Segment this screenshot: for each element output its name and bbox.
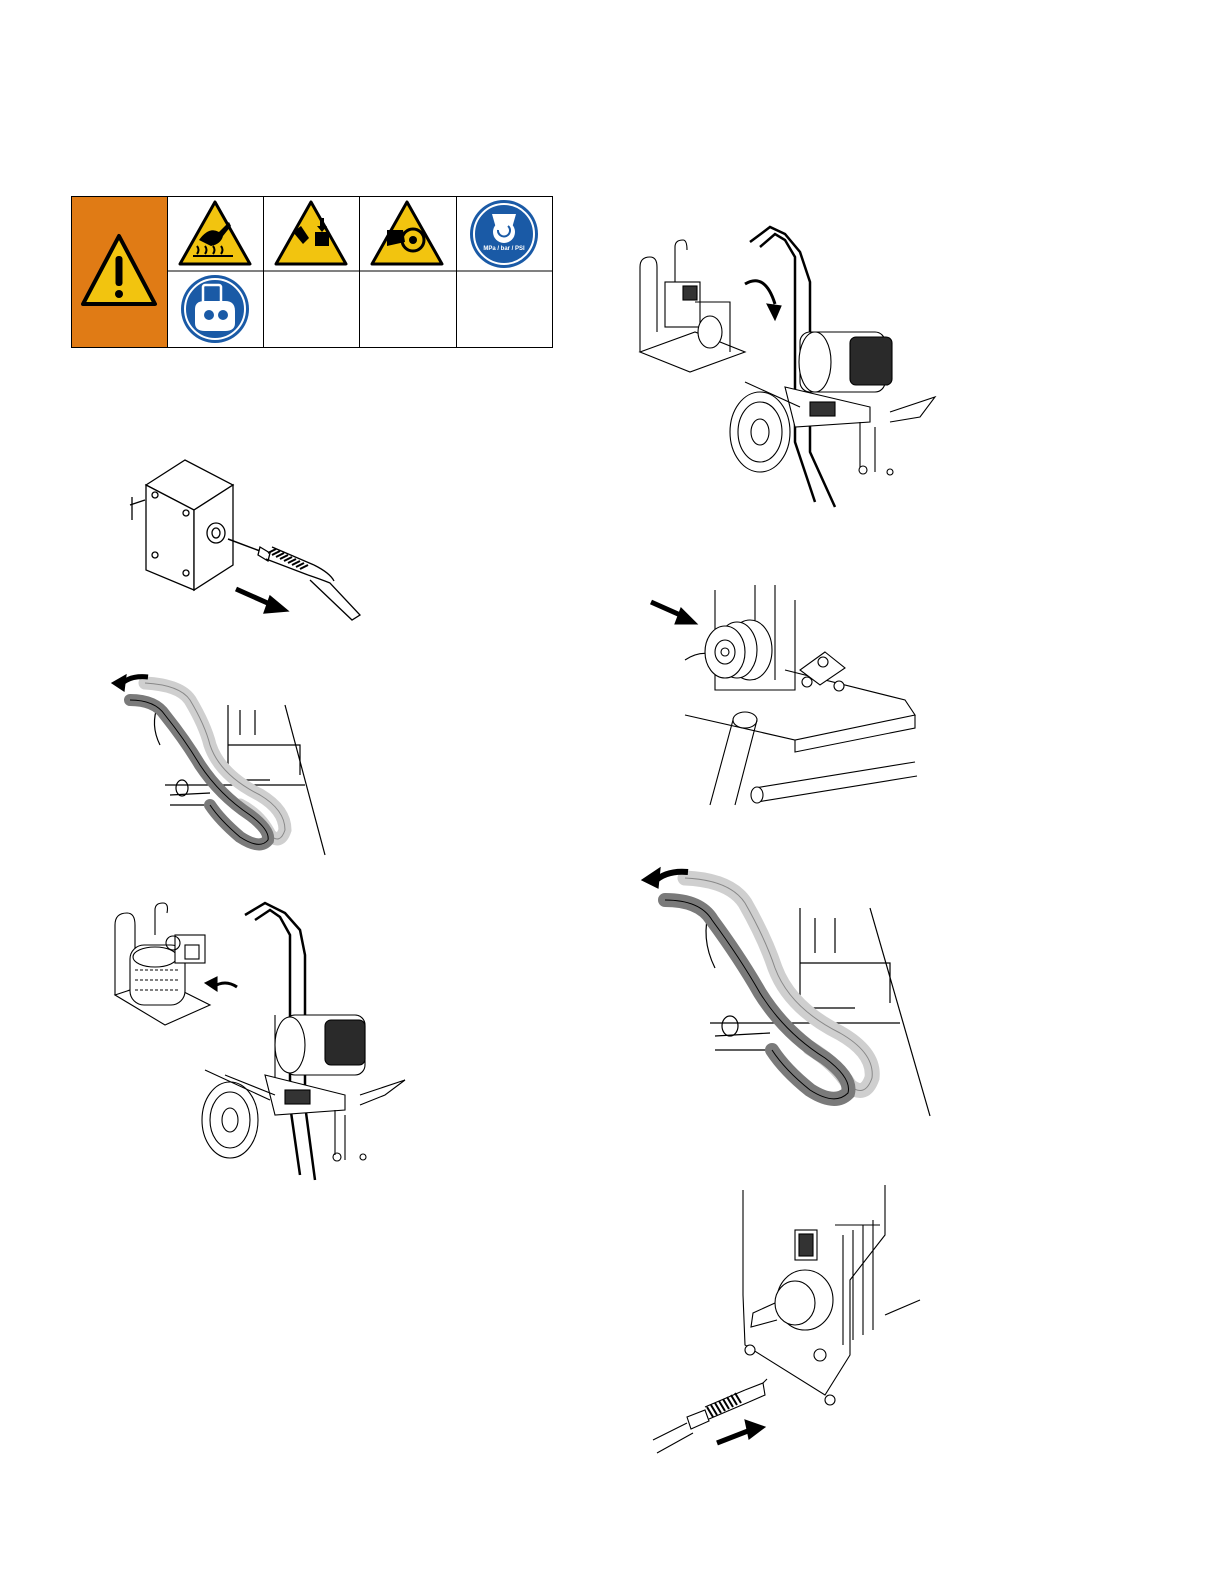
figure-rotate-handle-back (640, 858, 940, 1120)
figure-push-clutch (645, 580, 920, 810)
figure-disconnect-spark-plug-wire (120, 455, 370, 630)
pressure-unit-label: MPa / bar / PSI (483, 246, 525, 252)
figure-rotate-handle-left (110, 665, 335, 865)
figure-install-motor (635, 222, 945, 512)
eye-face-protection-icon (181, 275, 249, 343)
pressure-relief-icon: MPa / bar / PSI (470, 200, 538, 268)
warning-table: MPa / bar / PSI (71, 196, 553, 348)
figure-remove-engine (105, 895, 410, 1190)
figure-connect-cord (645, 1185, 925, 1455)
